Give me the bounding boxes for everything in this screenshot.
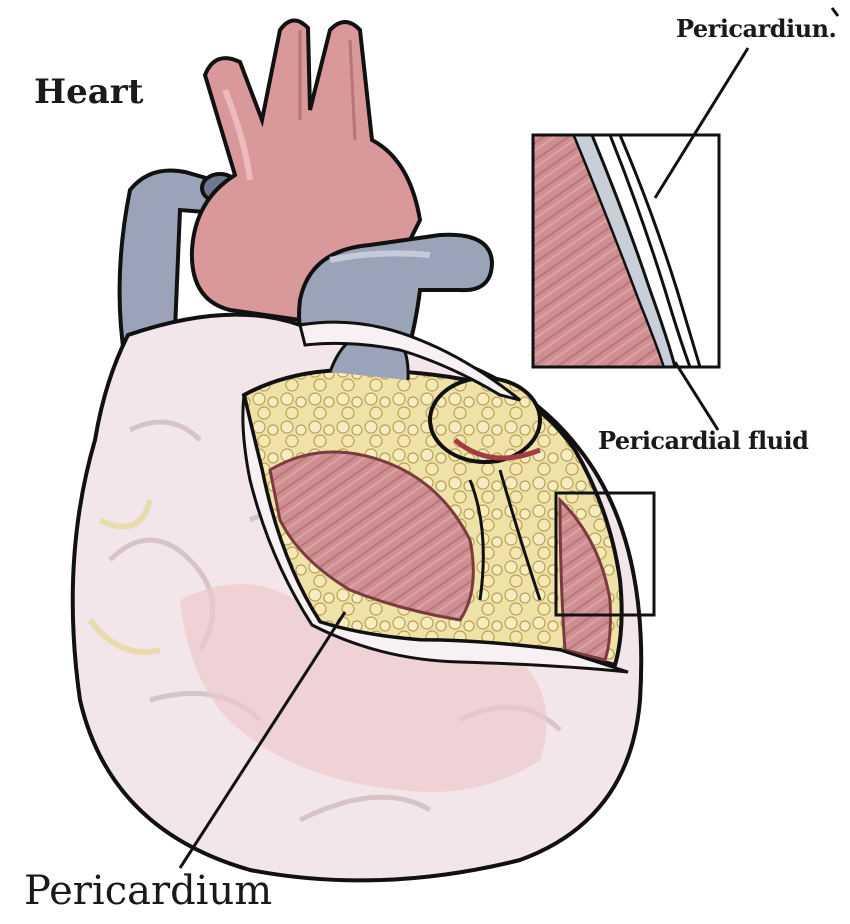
- pericardium-label: Pericardium: [24, 868, 272, 914]
- inset-magnified-wall: [533, 135, 719, 367]
- pericardial-fluid-label: Pericardial fluid: [598, 426, 808, 455]
- leader-pericardial-fluid: [675, 362, 718, 430]
- heart-label: Heart: [34, 72, 143, 112]
- pericardium-callout-label: Pericardiun.: [676, 14, 836, 43]
